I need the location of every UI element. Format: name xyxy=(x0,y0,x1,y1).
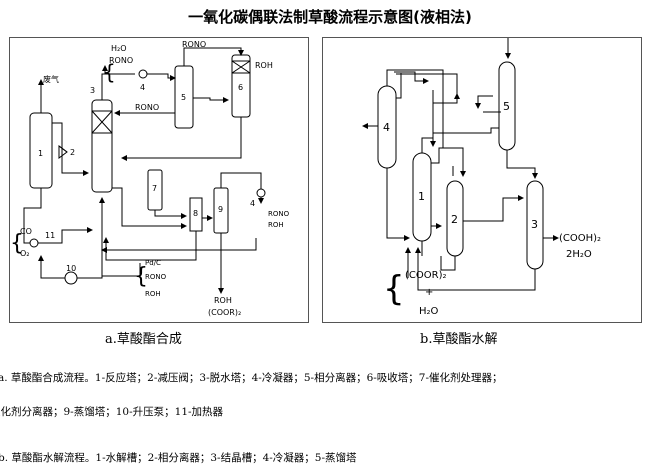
label-4: 4 xyxy=(383,121,390,134)
label-2: 2 xyxy=(70,148,75,157)
legend-line-1: a. 草酸酯合成流程。1-反应塔；2-减压阀；3-脱水塔；4-冷凝器；5-相分离… xyxy=(0,372,503,384)
rono-low-label: RONO xyxy=(145,273,167,281)
label-6: 6 xyxy=(238,83,243,92)
label-10: 10 xyxy=(66,264,76,273)
caption-a: a.草酸酯合成 xyxy=(105,332,182,347)
h2o-label: H₂O xyxy=(111,44,127,53)
co-label: CO xyxy=(20,227,32,236)
label-4a: 4 xyxy=(140,83,145,92)
product2-label: 2H₂O xyxy=(566,249,592,260)
tail-gas-label: 废气 xyxy=(43,74,59,84)
hydrolysis-flow-svg: { 4 1 2 3 5 (COOR)₂ + H₂O (COOH)₂ 2H₂O xyxy=(362,38,601,317)
plus-label: + xyxy=(425,287,433,298)
svg-text:{: { xyxy=(10,231,24,256)
booster-pump-10 xyxy=(64,271,78,285)
heater-11 xyxy=(29,238,39,248)
label-1: 1 xyxy=(38,149,43,158)
roh-bottom-label: ROH xyxy=(214,296,232,305)
condenser-4a xyxy=(138,69,148,79)
roh-low-label: ROH xyxy=(145,290,161,298)
synthesis-flow-svg: { { { 1 2 3 4 5 6 7 8 9 4 10 11 废气 H₂O R… xyxy=(10,40,290,317)
caption-b: b.草酸酯水解 xyxy=(420,332,498,347)
label-1: 1 xyxy=(418,190,425,203)
rono-right-label: RONO xyxy=(268,210,290,218)
label-8: 8 xyxy=(193,209,198,218)
svg-text:{: { xyxy=(103,60,116,84)
label-2: 2 xyxy=(451,213,458,226)
rono-top2-label: RONO xyxy=(182,40,206,49)
coor-label: (COOR)₂ xyxy=(405,270,446,281)
label-5: 5 xyxy=(181,93,186,102)
svg-text:{: { xyxy=(383,269,405,309)
coor-bottom-label: (COOR)₂ xyxy=(208,308,241,317)
synthesis-diagram-panel: { { { 1 2 3 4 5 6 7 8 9 4 10 11 废气 H₂O R… xyxy=(9,37,309,323)
roh-right-label: ROH xyxy=(268,221,284,229)
o2-label: O₂ xyxy=(20,249,30,258)
roh-top-label: ROH xyxy=(255,61,273,70)
pd-c-label: Pd/C xyxy=(145,259,161,267)
legend-line-2: 催化剂分离器；9-蒸馏塔；10-升压泵；11-加热器 xyxy=(0,406,224,418)
rono-top-label: RONO xyxy=(109,56,133,65)
label-11: 11 xyxy=(45,231,55,240)
legend-line-3: b. 草酸酯水解流程。1-水解槽；2-相分离器；3-结晶槽；4-冷凝器；5-蒸馏… xyxy=(0,452,357,464)
condenser-4b xyxy=(256,188,266,198)
label-9: 9 xyxy=(218,205,223,214)
label-3: 3 xyxy=(531,218,538,231)
h2o-label: H₂O xyxy=(419,306,439,317)
svg-text:{: { xyxy=(134,264,148,289)
product-label: (COOH)₂ xyxy=(559,233,601,244)
label-4b: 4 xyxy=(250,199,255,208)
label-5: 5 xyxy=(503,100,510,113)
label-3: 3 xyxy=(90,86,95,95)
label-7: 7 xyxy=(152,184,157,193)
hydrolysis-diagram-panel: { 4 1 2 3 5 (COOR)₂ + H₂O (COOH)₂ 2H₂O xyxy=(322,37,642,323)
page-title: 一氧化碳偶联法制草酸流程示意图(液相法) xyxy=(188,8,472,26)
rono-mid-label: RONO xyxy=(135,103,159,112)
